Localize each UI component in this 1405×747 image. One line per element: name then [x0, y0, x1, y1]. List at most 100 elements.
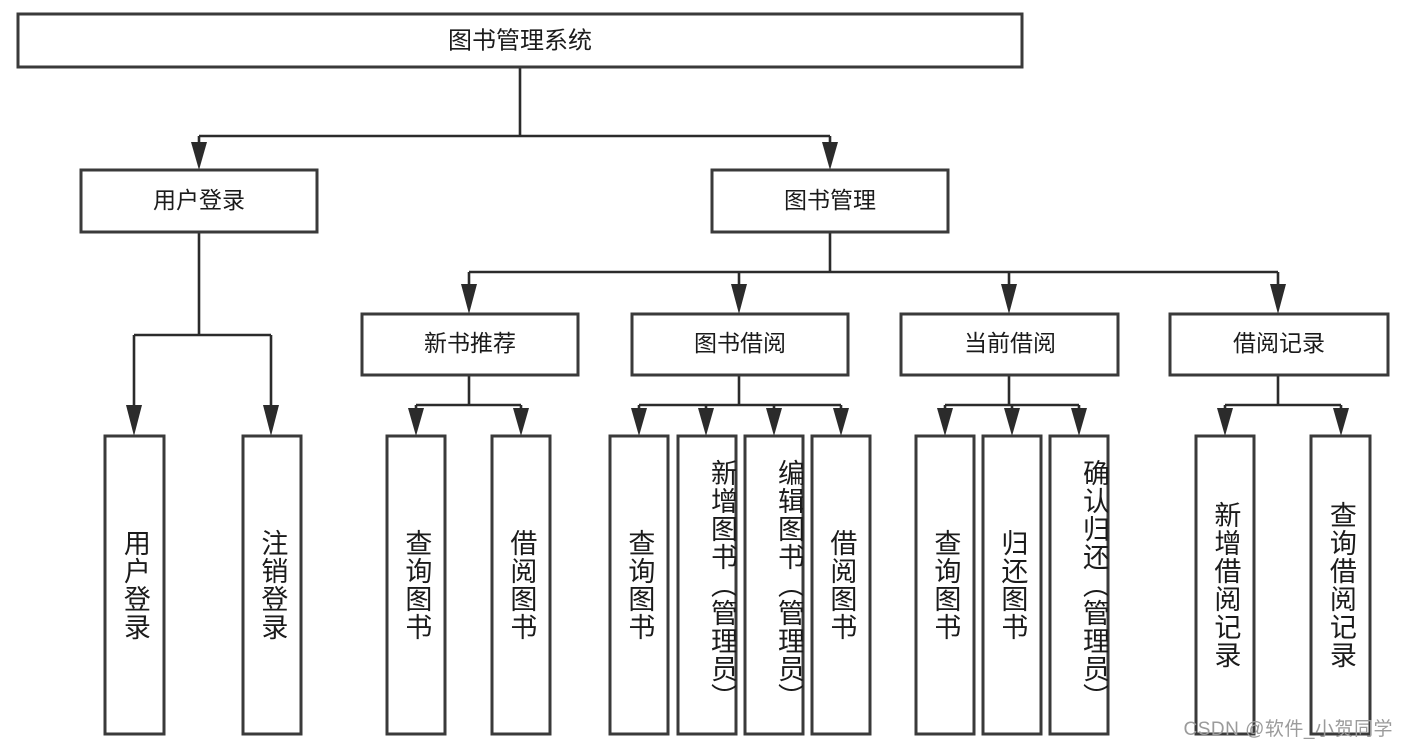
leaf-text-wrap: 新增图书（管理员） — [707, 459, 736, 711]
arrow-head-new-book-recommend — [461, 284, 477, 314]
leaf-label-book-borrow-1: 查询图书 — [624, 529, 655, 641]
leaf-node[interactable]: 查询图书 — [608, 434, 670, 736]
node-user-login-box[interactable] — [79, 168, 319, 234]
arrow-head-current-borrow — [1001, 284, 1017, 314]
arrow-head-leaf-current-borrow-3 — [1071, 408, 1087, 436]
leaf-box-book-borrow-2[interactable] — [676, 434, 738, 736]
leaf-box-user-login-1[interactable] — [103, 434, 166, 736]
leaf-label-current-borrow-1: 查询图书 — [930, 529, 961, 641]
node-new-book-recommend-box[interactable] — [360, 312, 580, 377]
leaf-node[interactable]: 查询图书 — [914, 434, 976, 736]
arrow-head-leaf-borrow-record-1 — [1217, 408, 1233, 436]
arrow-head-leaf-book-borrow-1 — [631, 408, 647, 436]
leaf-label-user-login-2: 注销登录 — [257, 529, 288, 641]
leaf-node[interactable]: 注销登录 — [241, 434, 303, 736]
connector-group-new-book-recommend — [408, 375, 529, 436]
node-borrow-record-box[interactable] — [1168, 312, 1390, 377]
node-root-system[interactable]: 图书管理系统 — [16, 12, 1024, 69]
node-book-borrow-label: 图书借阅 — [694, 330, 786, 356]
leaf-label-borrow-record-1: 新增借阅记录 — [1210, 501, 1241, 669]
leaf-label-book-borrow-4: 借阅图书 — [826, 529, 857, 641]
leaf-text-wrap: 借阅图书 — [506, 529, 537, 641]
leaf-label-book-borrow-3: 编辑图书（管理员） — [774, 459, 803, 711]
leaf-box-book-borrow-4[interactable] — [810, 434, 872, 736]
leaf-box-borrow-record-2[interactable] — [1309, 434, 1372, 736]
arrow-head-leaf-new-book-2 — [513, 408, 529, 436]
connector-group-current-borrow — [937, 375, 1087, 436]
node-current-borrow-box[interactable] — [899, 312, 1120, 377]
leaf-text-wrap: 注销登录 — [257, 529, 288, 641]
leaf-node[interactable]: 查询借阅记录 — [1309, 434, 1372, 736]
leaf-label-current-borrow-3: 确认归还（管理员） — [1079, 459, 1108, 711]
leaf-box-new-book-1[interactable] — [385, 434, 447, 736]
leaf-node[interactable]: 新增图书（管理员） — [676, 434, 738, 736]
arrow-head-book-manage — [822, 142, 838, 170]
node-current-borrow[interactable]: 当前借阅 — [899, 312, 1120, 377]
node-new-book-recommend-label: 新书推荐 — [424, 330, 516, 356]
leaf-node[interactable]: 新增借阅记录 — [1194, 434, 1256, 736]
connector-group-book-manage — [461, 232, 1286, 314]
leaf-text-wrap: 查询借阅记录 — [1325, 501, 1356, 669]
arrow-head-leaf-current-borrow-1 — [937, 408, 953, 436]
node-book-borrow[interactable]: 图书借阅 — [630, 312, 850, 377]
arrow-head-leaf-user-login-1 — [126, 405, 142, 436]
leaf-node[interactable]: 编辑图书（管理员） — [743, 434, 805, 736]
node-user-login[interactable]: 用户登录 — [79, 168, 319, 234]
arrow-head-leaf-book-borrow-4 — [833, 408, 849, 436]
leaf-text-wrap: 查询图书 — [401, 529, 432, 641]
leaf-text-wrap: 新增借阅记录 — [1210, 501, 1241, 669]
arrow-head-leaf-book-borrow-2 — [698, 408, 714, 436]
leaf-label-user-login-1: 用户登录 — [119, 529, 150, 641]
connector-group-root — [191, 67, 838, 170]
leaf-box-borrow-record-1[interactable] — [1194, 434, 1256, 736]
leaf-box-current-borrow-1[interactable] — [914, 434, 976, 736]
leaf-label-borrow-record-2: 查询借阅记录 — [1325, 501, 1356, 669]
node-book-borrow-box[interactable] — [630, 312, 850, 377]
leaf-box-book-borrow-3[interactable] — [743, 434, 805, 736]
leaf-node[interactable]: 确认归还（管理员） — [1048, 434, 1110, 736]
arrow-head-leaf-current-borrow-2 — [1004, 408, 1020, 436]
connector-group-user-login — [126, 232, 279, 436]
node-borrow-record[interactable]: 借阅记录 — [1168, 312, 1390, 377]
leaf-box-user-login-2[interactable] — [241, 434, 303, 736]
leaf-box-book-borrow-1[interactable] — [608, 434, 670, 736]
node-current-borrow-label: 当前借阅 — [964, 330, 1056, 356]
leaf-text-wrap: 归还图书 — [997, 529, 1028, 641]
leaf-text-wrap: 编辑图书（管理员） — [774, 459, 803, 711]
leaf-box-current-borrow-2[interactable] — [981, 434, 1043, 736]
node-root-label: 图书管理系统 — [448, 27, 592, 54]
leaf-text-wrap: 查询图书 — [624, 529, 655, 641]
arrow-head-leaf-book-borrow-3 — [766, 408, 782, 436]
node-borrow-record-label: 借阅记录 — [1233, 330, 1325, 356]
leaf-label-book-borrow-2: 新增图书（管理员） — [707, 459, 736, 711]
leaf-node[interactable]: 用户登录 — [103, 434, 166, 736]
arrow-head-leaf-new-book-1 — [408, 408, 424, 436]
leaf-node[interactable]: 借阅图书 — [490, 434, 552, 736]
node-root-box[interactable] — [16, 12, 1024, 69]
leaf-label-new-book-1: 查询图书 — [401, 529, 432, 641]
arrow-head-leaf-borrow-record-2 — [1333, 408, 1349, 436]
arrow-head-book-borrow — [731, 284, 747, 314]
node-book-manage-box[interactable] — [710, 168, 950, 234]
leaf-label-current-borrow-2: 归还图书 — [997, 529, 1028, 641]
leaf-label-new-book-2: 借阅图书 — [506, 529, 537, 641]
leaf-text-wrap: 确认归还（管理员） — [1079, 459, 1108, 711]
node-book-manage[interactable]: 图书管理 — [710, 168, 950, 234]
leaf-node[interactable]: 借阅图书 — [810, 434, 872, 736]
connector-group-book-borrow — [631, 375, 849, 436]
leaf-text-wrap: 用户登录 — [119, 529, 150, 641]
leaf-node[interactable]: 查询图书 — [385, 434, 447, 736]
connector-group-borrow-record — [1217, 375, 1349, 436]
node-user-login-label: 用户登录 — [153, 187, 245, 213]
leaf-box-new-book-2[interactable] — [490, 434, 552, 736]
leaf-box-current-borrow-3[interactable] — [1048, 434, 1110, 736]
leaf-node[interactable]: 归还图书 — [981, 434, 1043, 736]
arrow-head-borrow-record — [1270, 284, 1286, 314]
arrow-head-user-login — [191, 142, 207, 170]
node-book-manage-label: 图书管理 — [784, 187, 876, 213]
arrow-head-leaf-user-login-2 — [263, 405, 279, 436]
node-new-book-recommend[interactable]: 新书推荐 — [360, 312, 580, 377]
leaf-text-wrap: 借阅图书 — [826, 529, 857, 641]
